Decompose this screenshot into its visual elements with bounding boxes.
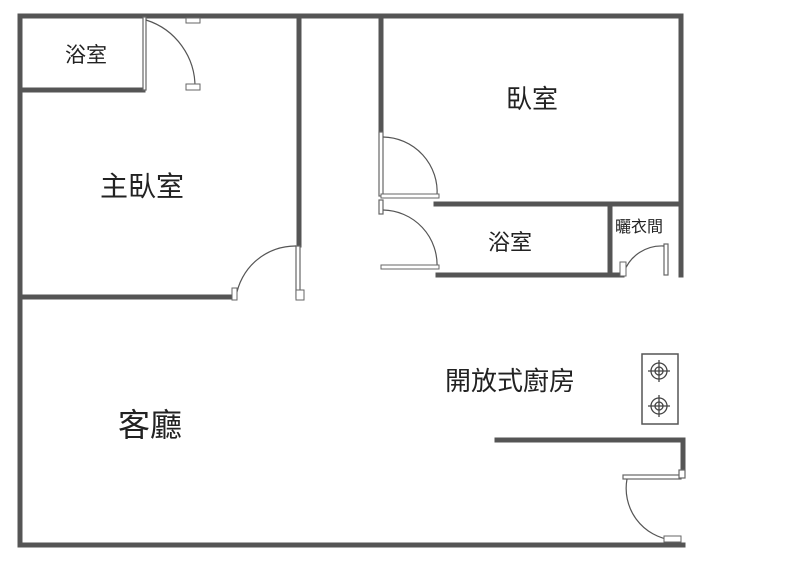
room-label-kitchen: 開放式廚房 xyxy=(445,367,575,397)
door-bedroom[interactable] xyxy=(378,131,440,199)
door-entrance[interactable] xyxy=(622,469,686,543)
room-label-bath-top-left: 浴室 xyxy=(65,43,107,67)
stove-icon xyxy=(641,353,679,425)
door-master-bedroom[interactable] xyxy=(231,245,305,301)
room-label-bedroom: 臥室 xyxy=(506,85,558,115)
door-laundry[interactable] xyxy=(619,243,669,277)
burner-icon xyxy=(648,360,670,382)
room-label-living-room: 客廳 xyxy=(118,406,182,444)
burner-icon xyxy=(648,395,670,417)
room-label-laundry: 曬衣間 xyxy=(615,217,663,236)
room-label-bath-middle: 浴室 xyxy=(488,231,532,256)
door-bath-top-left[interactable] xyxy=(142,16,201,91)
exterior-walls xyxy=(17,13,686,548)
room-label-master-bedroom: 主臥室 xyxy=(100,170,184,203)
interior-walls xyxy=(17,13,686,443)
door-bath-middle[interactable] xyxy=(378,199,440,270)
